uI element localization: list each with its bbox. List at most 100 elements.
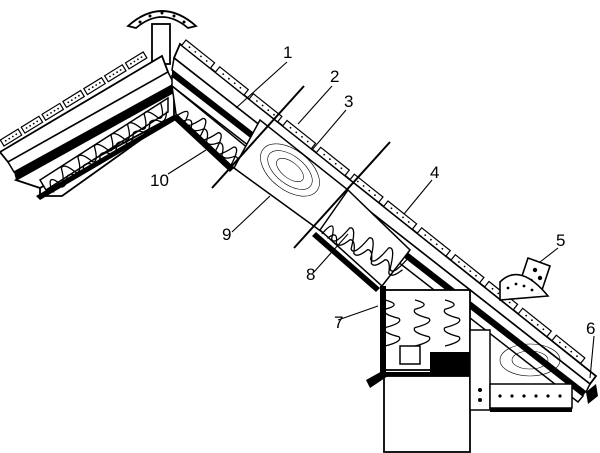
- tile-dot: [576, 355, 578, 358]
- tile-dot: [70, 99, 73, 101]
- left-insulation-panel: [38, 96, 169, 193]
- callout-6: 6: [586, 319, 595, 338]
- tile-dot: [508, 301, 511, 304]
- tile-dot: [32, 122, 35, 125]
- tile-dot: [140, 56, 143, 58]
- tile-dot: [4, 139, 7, 142]
- tile-dot: [194, 51, 197, 53]
- left-roof-tiles: [0, 51, 148, 147]
- tile-dot: [109, 75, 111, 78]
- tile-dot: [340, 167, 343, 170]
- tile-dot: [267, 109, 270, 111]
- callout-3: 3: [344, 92, 353, 111]
- callout-2: 2: [330, 67, 339, 86]
- tile-dot: [261, 104, 264, 107]
- tile-dot: [88, 88, 90, 91]
- tile-dot: [390, 207, 393, 210]
- tile-dot: [116, 71, 118, 74]
- callout-10: 10: [150, 171, 169, 190]
- tile-dot: [295, 131, 298, 134]
- tile-dot: [256, 100, 258, 102]
- callout-8: 8: [306, 265, 315, 284]
- tile-dot: [137, 58, 139, 61]
- tile-dot: [531, 319, 533, 322]
- tile-dot: [188, 46, 191, 49]
- tile-dot: [374, 194, 376, 197]
- tile-dot: [200, 55, 202, 58]
- tile-dot: [239, 86, 242, 89]
- tile-dot: [329, 158, 331, 161]
- tile-dot: [458, 261, 460, 263]
- tile-dot: [78, 94, 80, 97]
- tile-dot: [11, 135, 14, 138]
- tile-dot: [25, 127, 28, 129]
- tile-dot: [46, 114, 49, 116]
- tile-dot: [67, 101, 70, 104]
- tile-dot: [29, 124, 31, 127]
- tile-dot: [91, 86, 94, 89]
- main-insulation-upper: [170, 84, 262, 172]
- tile-dot: [570, 350, 573, 353]
- tile-dot: [301, 136, 303, 138]
- tile-dot: [36, 120, 39, 123]
- tile-dot: [233, 82, 236, 85]
- section-cut-lines: [211, 85, 391, 249]
- tile-dot: [559, 341, 561, 344]
- tile-dot: [98, 81, 101, 84]
- callout-labels: 1 2 3 4 5 6 7 8 9 10: [150, 43, 595, 338]
- tile-dot: [228, 77, 230, 80]
- tile-dot: [95, 84, 98, 86]
- left-roof-slope: [0, 51, 176, 200]
- roof-tile: [20, 115, 44, 134]
- tile-dot: [133, 60, 136, 63]
- tile-dot: [368, 189, 371, 192]
- tile-dot: [491, 287, 494, 290]
- callout-7: 7: [334, 313, 343, 332]
- tile-dot: [396, 212, 399, 214]
- tile-dot: [273, 113, 275, 116]
- tile-dot: [323, 153, 326, 156]
- tile-dot: [357, 180, 359, 183]
- tile-dot: [536, 323, 539, 326]
- wall-structure: [366, 286, 598, 453]
- roof-tile: [0, 128, 23, 147]
- tile-dot: [435, 243, 438, 246]
- tile-dot: [430, 238, 432, 241]
- tile-dot: [407, 221, 410, 223]
- tile-dot: [57, 107, 59, 110]
- tile-dot: [441, 247, 444, 250]
- tile-dot: [525, 314, 528, 317]
- tile-dot: [497, 292, 500, 295]
- tile-dot: [74, 97, 77, 99]
- main-insulation-lower: [312, 188, 412, 292]
- tile-dot: [542, 328, 545, 331]
- tile-dot: [463, 265, 466, 268]
- tile-dot: [402, 216, 404, 219]
- tile-dot: [205, 60, 208, 62]
- tile-dot: [53, 109, 56, 112]
- leader-lines: [167, 61, 595, 379]
- roof-tile: [103, 63, 127, 83]
- tile-dot: [50, 112, 52, 114]
- snow-guard: [499, 256, 552, 301]
- tile-dot: [334, 162, 337, 165]
- tile-dot: [475, 274, 477, 277]
- callout-1: 1: [283, 43, 292, 62]
- tile-dot: [8, 137, 11, 140]
- tile-dot: [222, 73, 225, 75]
- tile-dot: [289, 126, 292, 129]
- tile-dot: [469, 270, 472, 272]
- main-roof-tiles: [180, 39, 586, 365]
- tile-dot: [424, 234, 427, 237]
- callout-9: 9: [222, 225, 231, 244]
- callout-4: 4: [430, 163, 439, 182]
- tile-dot: [130, 62, 132, 65]
- tile-dot: [306, 140, 309, 143]
- tile-dot: [362, 185, 365, 187]
- callout-5: 5: [556, 231, 565, 250]
- tile-dot: [564, 346, 567, 348]
- tile-dot: [119, 69, 122, 71]
- tile-dot: [112, 73, 115, 76]
